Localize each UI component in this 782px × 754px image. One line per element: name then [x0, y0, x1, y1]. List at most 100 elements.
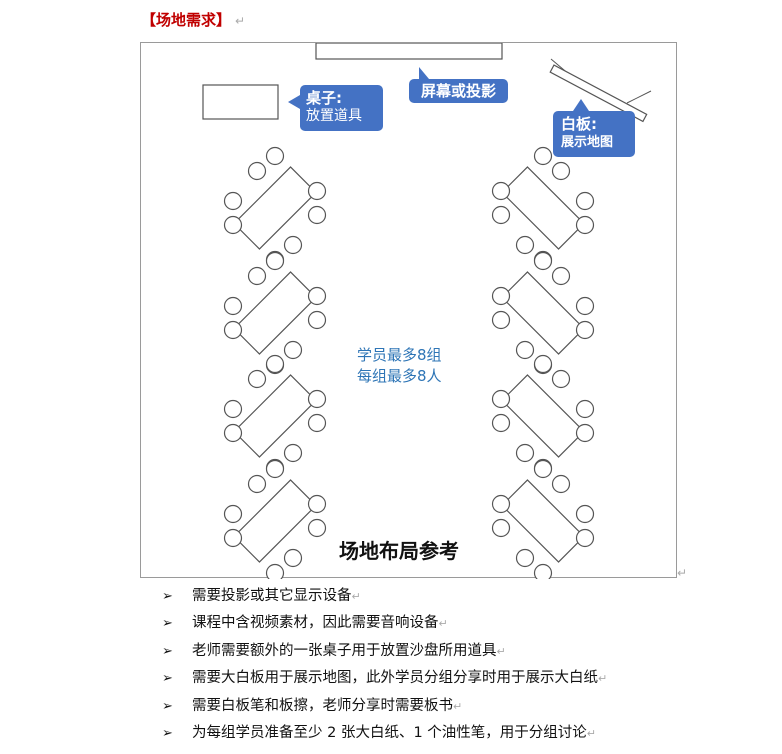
- seat: [265, 251, 285, 271]
- table-callout: 桌子: 放置道具: [288, 85, 383, 131]
- seat: [551, 474, 571, 494]
- seat: [533, 354, 553, 374]
- seat: [515, 443, 535, 463]
- seat: [491, 310, 511, 330]
- bullet-arrow-icon: ➢: [162, 698, 173, 714]
- seat: [223, 399, 243, 419]
- bullet-arrow-icon: ➢: [162, 671, 173, 687]
- seat: [491, 494, 511, 514]
- seat: [575, 399, 595, 419]
- list-item: ➢需要白板笔和板擦，老师分享时需要板书↵: [162, 693, 607, 720]
- layout-drawing: [202, 43, 652, 579]
- seat: [551, 369, 571, 389]
- list-item: ➢ 需要大白板用于展示地图，此外学员分组分享时用于展示大白纸↵: [162, 665, 607, 692]
- seat: [551, 161, 571, 181]
- whiteboard: [549, 58, 652, 123]
- seating-group: [223, 146, 327, 270]
- paragraph-mark: ↵: [453, 699, 463, 713]
- seat: [223, 215, 243, 235]
- venue-layout-figure: 桌子: 放置道具 屏幕或投影 白板: 展示地图 学员最多8组 每组最多8人 场地…: [140, 42, 677, 579]
- seat: [223, 296, 243, 316]
- seat: [491, 286, 511, 306]
- bullet-arrow-icon: ➢: [162, 643, 173, 659]
- seat: [223, 423, 243, 443]
- seat: [247, 474, 267, 494]
- seat: [223, 504, 243, 524]
- list-item-text: 需要投影或其它显示设备: [192, 588, 352, 604]
- seat: [283, 340, 303, 360]
- seat: [307, 494, 327, 514]
- list-item: ➢课程中含视频素材，因此需要音响设备↵: [162, 610, 607, 637]
- list-item: ➢ 需要投影或其它显示设备↵: [162, 583, 607, 610]
- paragraph-mark: ↵: [598, 672, 608, 686]
- seat: [265, 146, 285, 166]
- seat: [491, 413, 511, 433]
- group-table: [233, 374, 317, 458]
- paragraph-mark: ↵: [235, 14, 246, 28]
- capacity-note: 学员最多8组 每组最多8人: [357, 345, 442, 387]
- table-callout-subtitle: 放置道具: [306, 108, 362, 124]
- seat: [575, 528, 595, 548]
- screen-callout-title: 屏幕或投影: [420, 82, 496, 100]
- seat: [533, 146, 553, 166]
- seat: [307, 310, 327, 330]
- seat: [307, 518, 327, 538]
- seat: [575, 215, 595, 235]
- seat: [307, 181, 327, 201]
- group-table: [501, 479, 585, 563]
- seat: [307, 413, 327, 433]
- seating-group: [491, 354, 595, 478]
- list-item-text: 课程中含视频素材，因此需要音响设备: [192, 615, 439, 632]
- seating-group: [223, 459, 327, 579]
- seat: [283, 443, 303, 463]
- list-item-text: 为每组学员准备至少 2 张大白纸、1 个油性笔，用于分组讨论: [192, 724, 587, 741]
- paragraph-mark: ↵: [677, 566, 688, 580]
- seating-groups: [223, 146, 595, 579]
- seat: [533, 459, 553, 479]
- seat: [223, 320, 243, 340]
- list-item: ➢为每组学员准备至少 2 张大白纸、1 个油性笔，用于分组讨论↵: [162, 720, 607, 747]
- seat: [223, 528, 243, 548]
- seat: [265, 354, 285, 374]
- whiteboard-callout-title: 白板:: [561, 115, 597, 133]
- list-item-text: 需要大白板用于展示地图，此外学员分组分享时用于展示大白纸: [192, 670, 598, 687]
- seat: [247, 369, 267, 389]
- seat: [307, 389, 327, 409]
- list-item: ➢老师需要额外的一张桌子用于放置沙盘所用道具↵: [162, 638, 607, 665]
- bullet-arrow-icon: ➢: [162, 725, 173, 741]
- seating-group: [223, 251, 327, 375]
- projection-screen: [315, 43, 503, 60]
- paragraph-mark: ↵: [351, 590, 361, 603]
- section-heading: 【场地需求】↵: [141, 9, 245, 30]
- seat: [575, 191, 595, 211]
- seat: [575, 320, 595, 340]
- seat: [575, 504, 595, 524]
- whiteboard-callout: 白板: 展示地图: [553, 99, 635, 157]
- group-table: [501, 271, 585, 355]
- capacity-line-1: 学员最多8组: [357, 346, 442, 364]
- seat: [515, 235, 535, 255]
- seat: [575, 296, 595, 316]
- table-callout-title: 桌子:: [306, 89, 342, 107]
- seat: [491, 518, 511, 538]
- seating-group: [491, 251, 595, 375]
- list-item-text: 老师需要额外的一张桌子用于放置沙盘所用道具: [192, 642, 497, 659]
- bullet-arrow-icon: ➢: [162, 589, 173, 604]
- prop-table: [202, 84, 279, 120]
- seating-group: [491, 146, 595, 270]
- seat: [533, 563, 553, 579]
- screen-callout: 屏幕或投影: [409, 67, 508, 103]
- capacity-line-2: 每组最多8人: [357, 367, 442, 385]
- group-table: [501, 166, 585, 250]
- seating-group: [223, 354, 327, 478]
- group-table: [501, 374, 585, 458]
- seat: [491, 389, 511, 409]
- whiteboard-callout-subtitle: 展示地图: [561, 135, 614, 150]
- seat: [247, 161, 267, 181]
- seat: [265, 563, 285, 579]
- seat: [515, 548, 535, 568]
- heading-text: 【场地需求】: [141, 11, 232, 29]
- seat: [283, 548, 303, 568]
- seat: [515, 340, 535, 360]
- bullet-arrow-icon: ➢: [162, 616, 173, 632]
